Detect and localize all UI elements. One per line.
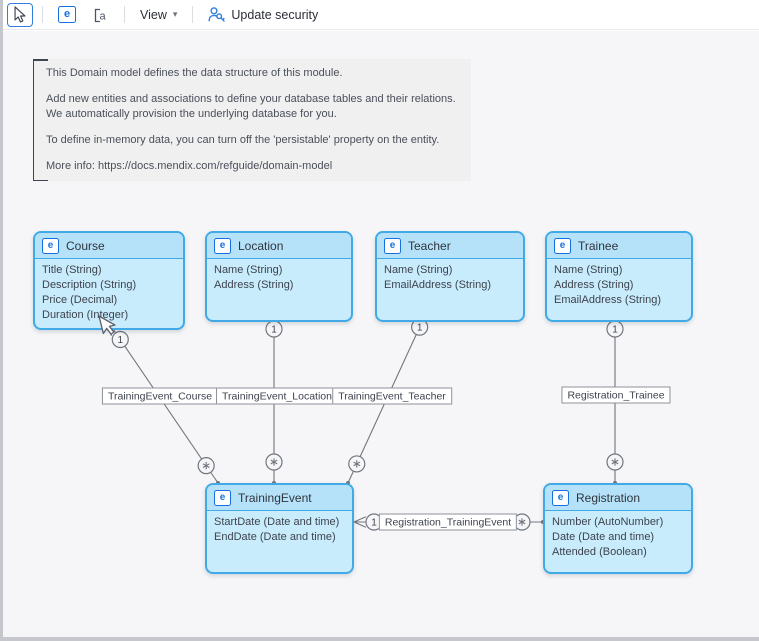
window-edge-left xyxy=(0,0,3,641)
annotation-text: This Domain model defines the data struc… xyxy=(34,59,471,174)
entity-header: e Teacher xyxy=(377,233,523,259)
svg-text:1: 1 xyxy=(417,323,423,334)
add-entity-button[interactable]: e xyxy=(52,3,82,27)
entity-header: e Trainee xyxy=(547,233,691,259)
svg-text:1: 1 xyxy=(271,325,277,336)
update-security-button[interactable]: Update security xyxy=(202,3,324,27)
association-lines-layer: 1 1 1 1 1 xyxy=(108,308,624,531)
entity-attribute: EmailAddress (String) xyxy=(384,279,491,291)
entity-attribute: Address (String) xyxy=(554,279,634,291)
entity-e-icon: e xyxy=(552,489,569,506)
chevron-down-icon: ▾ xyxy=(172,9,178,19)
entity-attribute: Date (Date and time) xyxy=(552,531,655,543)
entity-attribute: Name (String) xyxy=(384,264,453,276)
svg-text:1: 1 xyxy=(117,335,123,346)
entity-e-icon: e xyxy=(42,237,59,254)
entity-attribute: Name (String) xyxy=(214,264,283,276)
annotation-paragraph: To define in-memory data, you can turn o… xyxy=(46,134,440,146)
entity-title: Location xyxy=(238,238,284,253)
entity-header: e Location xyxy=(207,233,351,259)
association-label[interactable]: Registration_Trainee xyxy=(561,386,671,404)
entity-attribute: EmailAddress (String) xyxy=(554,294,661,306)
entity-attribute-list: Name (String) Address (String) EmailAddres… xyxy=(547,259,691,320)
cursor-arrow-icon xyxy=(14,5,26,23)
entity-attribute: Price (Decimal) xyxy=(42,294,118,306)
window-edge-bottom xyxy=(0,637,759,641)
entity-attribute-list: Title (String) Description (String) Price … xyxy=(35,259,183,328)
entity-attribute: StartDate (Date and time) xyxy=(214,516,340,528)
entity-title: TrainingEvent xyxy=(238,490,312,505)
view-menu-label: View xyxy=(140,7,167,22)
svg-text:a: a xyxy=(99,10,106,22)
entity-e-icon: e xyxy=(214,237,231,254)
entity-attribute-list: Name (String) Address (String) xyxy=(207,259,351,320)
entity-title: Registration xyxy=(576,490,641,505)
association-label[interactable]: TrainingEvent_Teacher xyxy=(332,387,452,405)
toolbar-separator xyxy=(42,6,43,23)
entity-attribute: Number (AutoNumber) xyxy=(552,516,664,528)
annotation-paragraph: More info: https://docs.mendix.com/refgu… xyxy=(46,160,333,172)
association-label[interactable]: Registration_TrainingEvent xyxy=(378,513,518,531)
entity-e-icon: e xyxy=(214,489,231,506)
entity-attribute-list: StartDate (Date and time) EndDate (Date a… xyxy=(207,511,352,572)
svg-text:1: 1 xyxy=(371,518,377,529)
entity-attribute: Name (String) xyxy=(554,264,623,276)
security-user-key-icon xyxy=(208,7,226,22)
entity-e-icon: e xyxy=(384,237,401,254)
update-security-label: Update security xyxy=(231,7,319,22)
annotation-box[interactable]: This Domain model defines the data struc… xyxy=(33,59,471,181)
annotation-paragraph: Add new entities and associations to def… xyxy=(46,93,456,120)
annotation-paragraph: This Domain model defines the data struc… xyxy=(46,67,343,79)
association-TrainingEvent_Location[interactable]: 1 xyxy=(265,308,283,485)
entity-attribute: Title (String) xyxy=(42,264,102,276)
entity-title: Trainee xyxy=(578,238,619,253)
view-menu-button[interactable]: View ▾ xyxy=(134,3,183,27)
entity-attribute-list: Number (AutoNumber) Date (Date and time) A… xyxy=(545,511,691,572)
entity-e-icon: e xyxy=(58,6,76,23)
add-annotation-button[interactable]: a xyxy=(85,3,115,27)
entity-attribute: EndDate (Date and time) xyxy=(214,531,336,543)
toolbar-separator xyxy=(124,6,125,23)
annotation-bracket-icon: a xyxy=(94,8,106,22)
entity-header: e TrainingEvent xyxy=(207,485,352,511)
entity-header: e Registration xyxy=(545,485,691,511)
association-label[interactable]: TrainingEvent_Location xyxy=(216,387,338,405)
entity-attribute: Description (String) xyxy=(42,279,137,291)
association-label[interactable]: TrainingEvent_Course xyxy=(101,387,219,405)
entity-attribute: Duration (Integer) xyxy=(42,309,129,321)
entity-title: Teacher xyxy=(408,238,451,253)
domain-model-canvas[interactable]: 1 1 1 1 1 This Domain model defines the data… xyxy=(0,31,759,641)
select-tool-button[interactable] xyxy=(7,2,33,27)
toolbar: e a View ▾ Update security xyxy=(0,0,759,30)
entity-attribute: Attended (Boolean) xyxy=(552,546,647,558)
entity-attribute: Address (String) xyxy=(214,279,294,291)
svg-text:1: 1 xyxy=(612,325,618,336)
entity-title: Course xyxy=(66,238,105,253)
toolbar-separator xyxy=(192,6,194,23)
entity-header: e Course xyxy=(35,233,183,259)
entity-e-icon: e xyxy=(554,237,571,254)
entity-attribute-list: Name (String) EmailAddress (String) xyxy=(377,259,523,320)
